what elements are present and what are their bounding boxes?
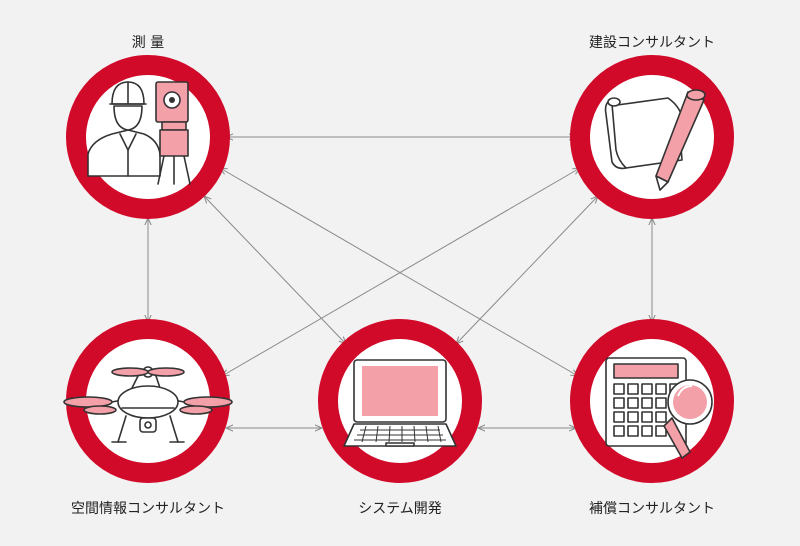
node-label-system: システム開発 [358, 501, 442, 517]
node-label-spatial: 空間情報コンサルタント [71, 501, 225, 517]
link-survey-system [204, 196, 346, 344]
drone-icon [63, 366, 233, 443]
link-civil-system [456, 196, 598, 344]
node-label-survey: 測 量 [131, 35, 165, 51]
node-label-civil: 建設コンサルタント [589, 35, 715, 51]
link-civil-spatial [222, 168, 580, 376]
connectors [148, 137, 652, 428]
laptop-icon [343, 359, 457, 447]
surveyor-with-total-station-icon [87, 81, 191, 185]
node-label-comp: 補償コンサルタント [589, 501, 715, 517]
calculator-with-magnifier-icon [605, 357, 713, 459]
blueprint-and-pencil-icon [604, 89, 706, 191]
